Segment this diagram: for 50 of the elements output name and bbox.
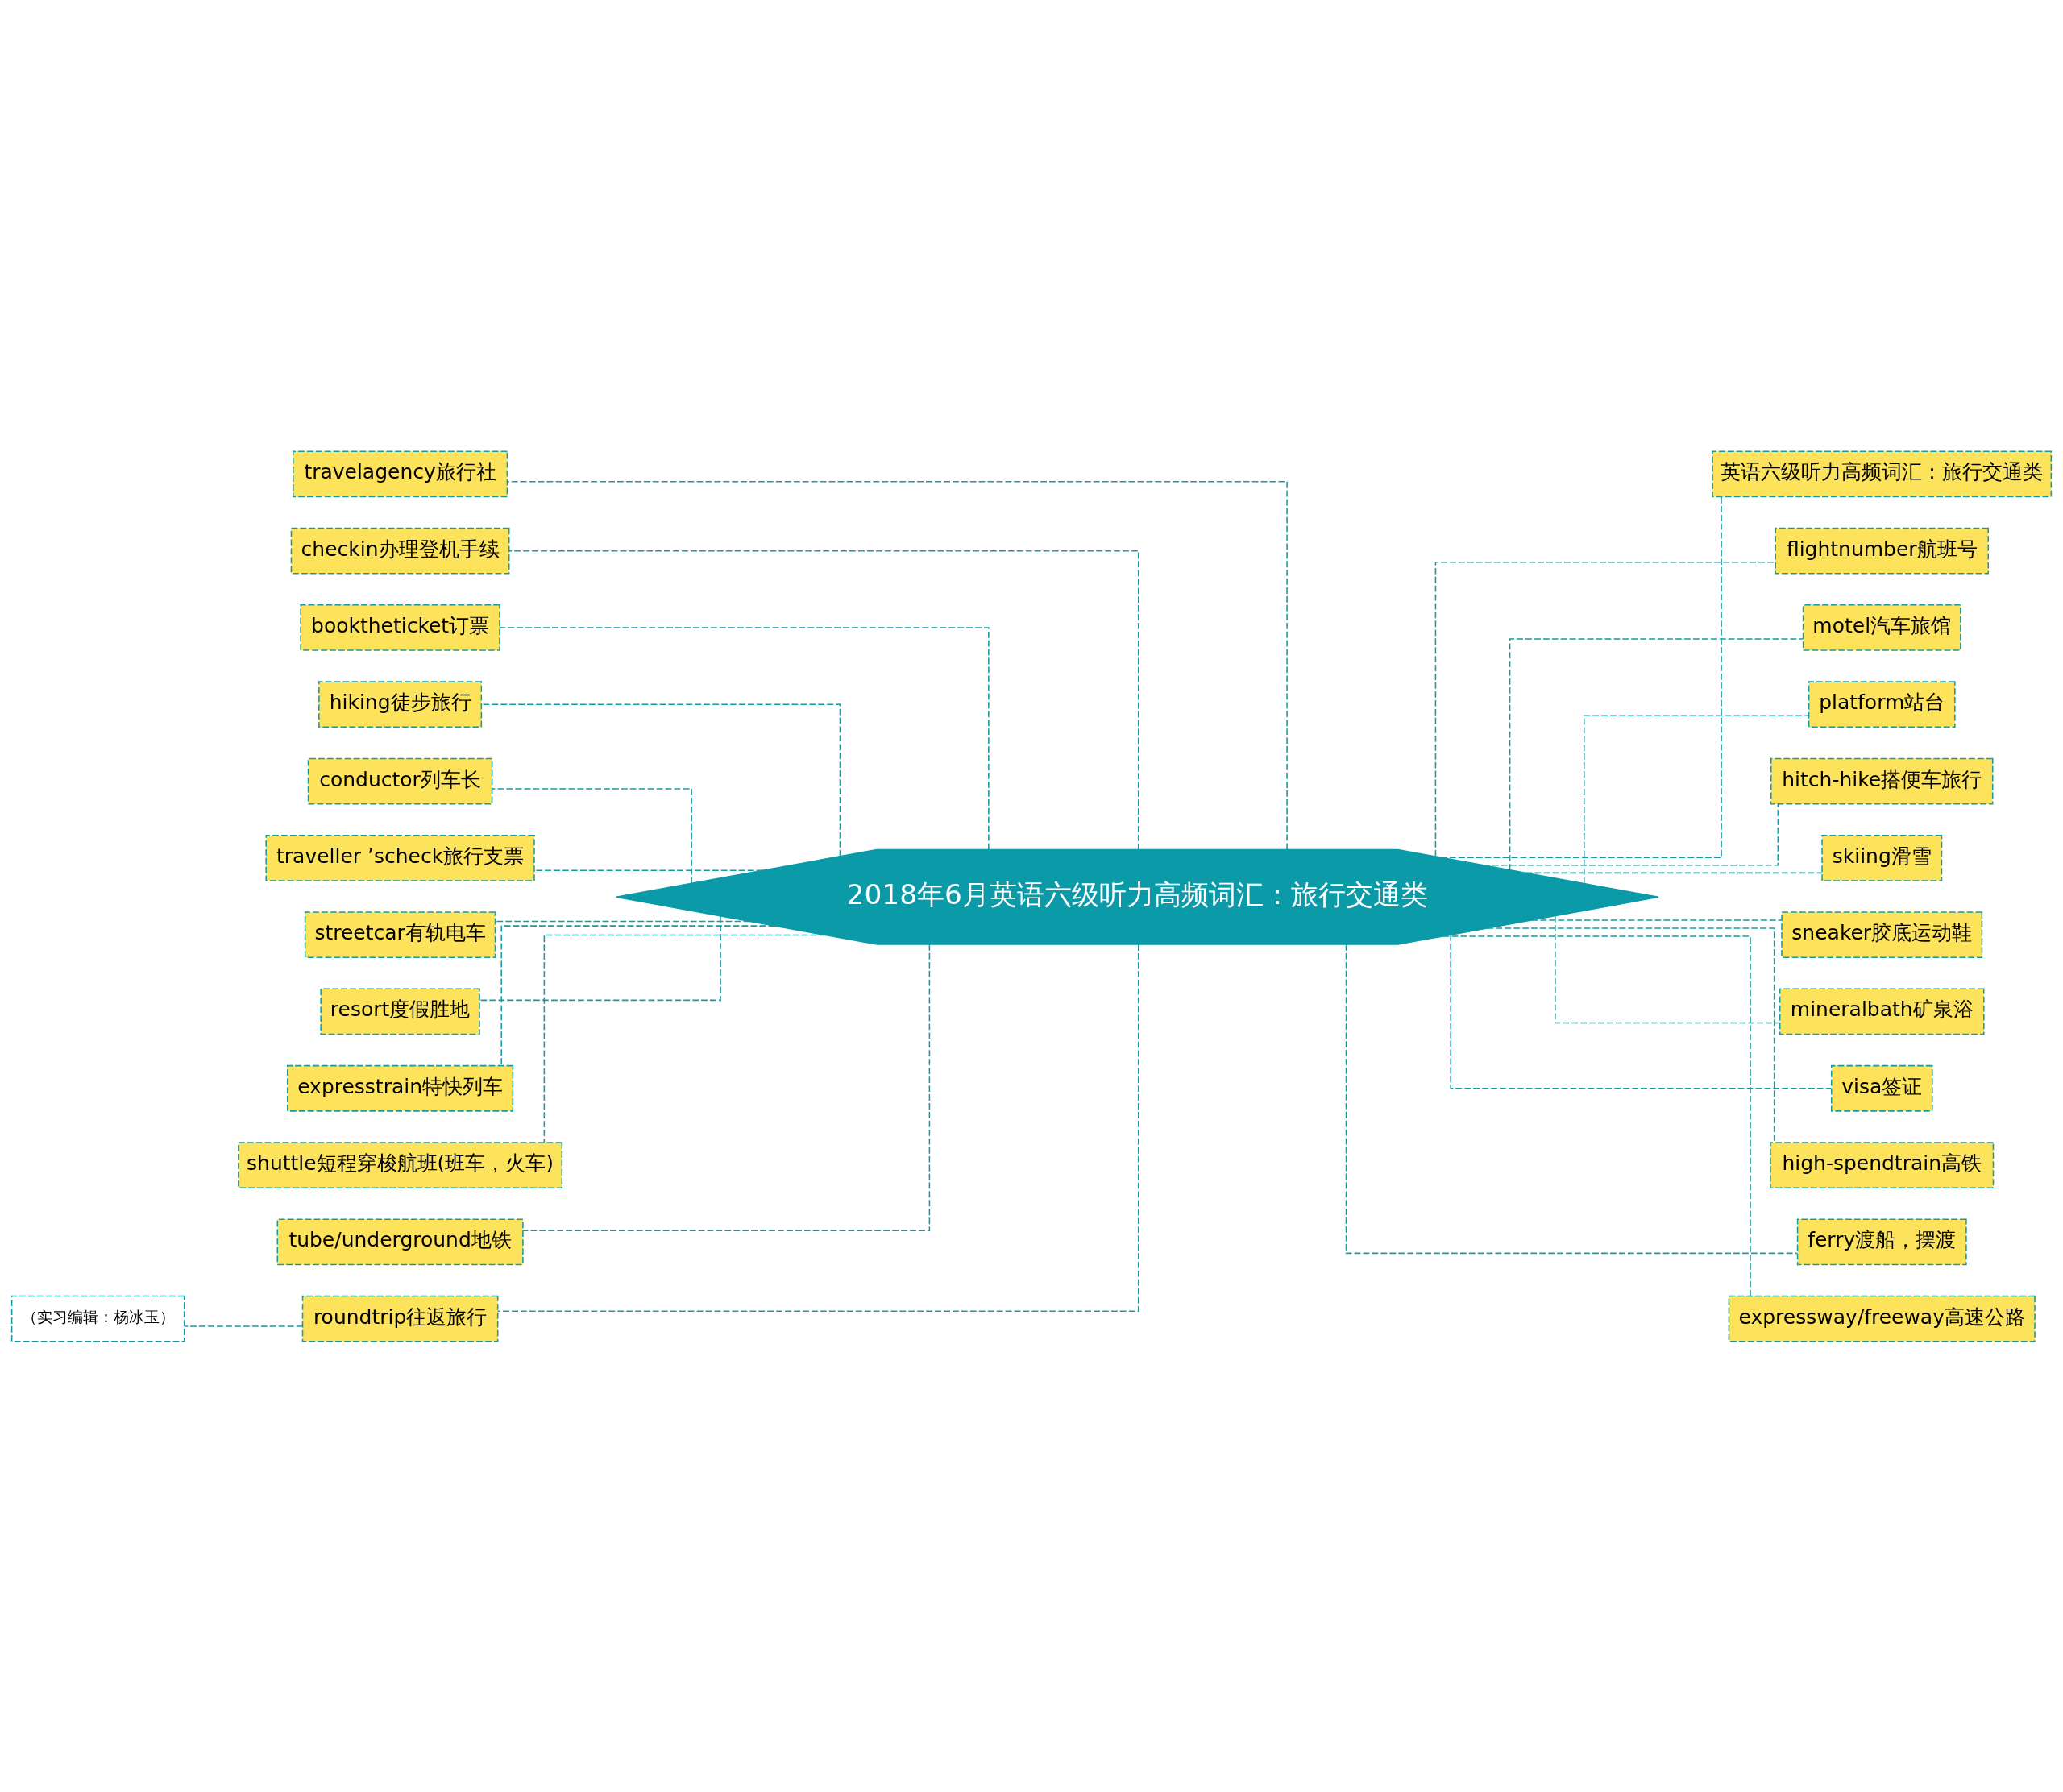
connector	[533, 869, 764, 871]
connector	[1584, 715, 1810, 884]
connector	[1434, 561, 1776, 857]
node-box: （实习编辑：杨冰玉）	[10, 1295, 185, 1342]
node-box: motel汽车旅馆	[1802, 604, 1961, 651]
connector	[479, 915, 721, 1001]
node-box: checkin办理登机手续	[290, 527, 510, 575]
node-box: hitch-hike搭便车旅行	[1770, 757, 1994, 804]
connector	[543, 934, 827, 1143]
connector	[1450, 933, 1833, 1089]
node-box: booktheticket订票	[300, 604, 500, 651]
connector	[500, 924, 776, 1066]
node-box: ferry渡船，摆渡	[1796, 1217, 1967, 1265]
node-box: streetcar有轨电车	[304, 911, 496, 958]
node-box: skiing滑雪	[1821, 834, 1943, 881]
node-box: sneaker胶底运动鞋	[1781, 911, 1983, 958]
connector	[1530, 919, 1783, 921]
node-box: high-spendtrain高铁	[1770, 1141, 1995, 1188]
connector	[494, 920, 751, 922]
node-box: traveller ’scheck旅行支票	[265, 834, 535, 881]
node-box: tube/underground地铁	[276, 1217, 524, 1265]
connector	[499, 626, 990, 850]
node-box: expressway/freeway高速公路	[1728, 1295, 2036, 1342]
connector	[1442, 935, 1751, 1296]
connector	[508, 550, 1139, 850]
node-box: travelagency旅行社	[293, 450, 508, 497]
connector	[1509, 637, 1804, 870]
node-box: expresstrain特快列车	[287, 1064, 514, 1112]
node-box: roundtrip往返旅行	[301, 1295, 499, 1342]
connector	[1555, 915, 1781, 1023]
connector	[497, 943, 1139, 1312]
connector	[184, 1325, 304, 1327]
connector	[1440, 496, 1722, 858]
node-box: flightnumber航班号	[1775, 527, 1990, 575]
connector	[481, 703, 841, 857]
connector	[1486, 927, 1775, 1143]
node-box: hiking徒步旅行	[318, 680, 483, 728]
connector	[522, 943, 931, 1231]
node-box: resort度假胜地	[320, 988, 480, 1035]
node-box: mineralbath矿泉浴	[1779, 988, 1985, 1035]
connector	[1525, 872, 1823, 873]
node-box: platform站台	[1808, 680, 1956, 728]
node-box: 英语六级听力高频词汇：旅行交通类	[1712, 450, 2053, 497]
connector	[1345, 943, 1798, 1254]
node-box: visa签证	[1830, 1064, 1933, 1112]
node-box: shuttle短程穿梭航班(班车，火车)	[238, 1141, 563, 1188]
connector	[492, 787, 692, 884]
connector	[1483, 803, 1779, 866]
connector	[507, 480, 1288, 850]
node-box: conductor列车长	[307, 757, 493, 804]
